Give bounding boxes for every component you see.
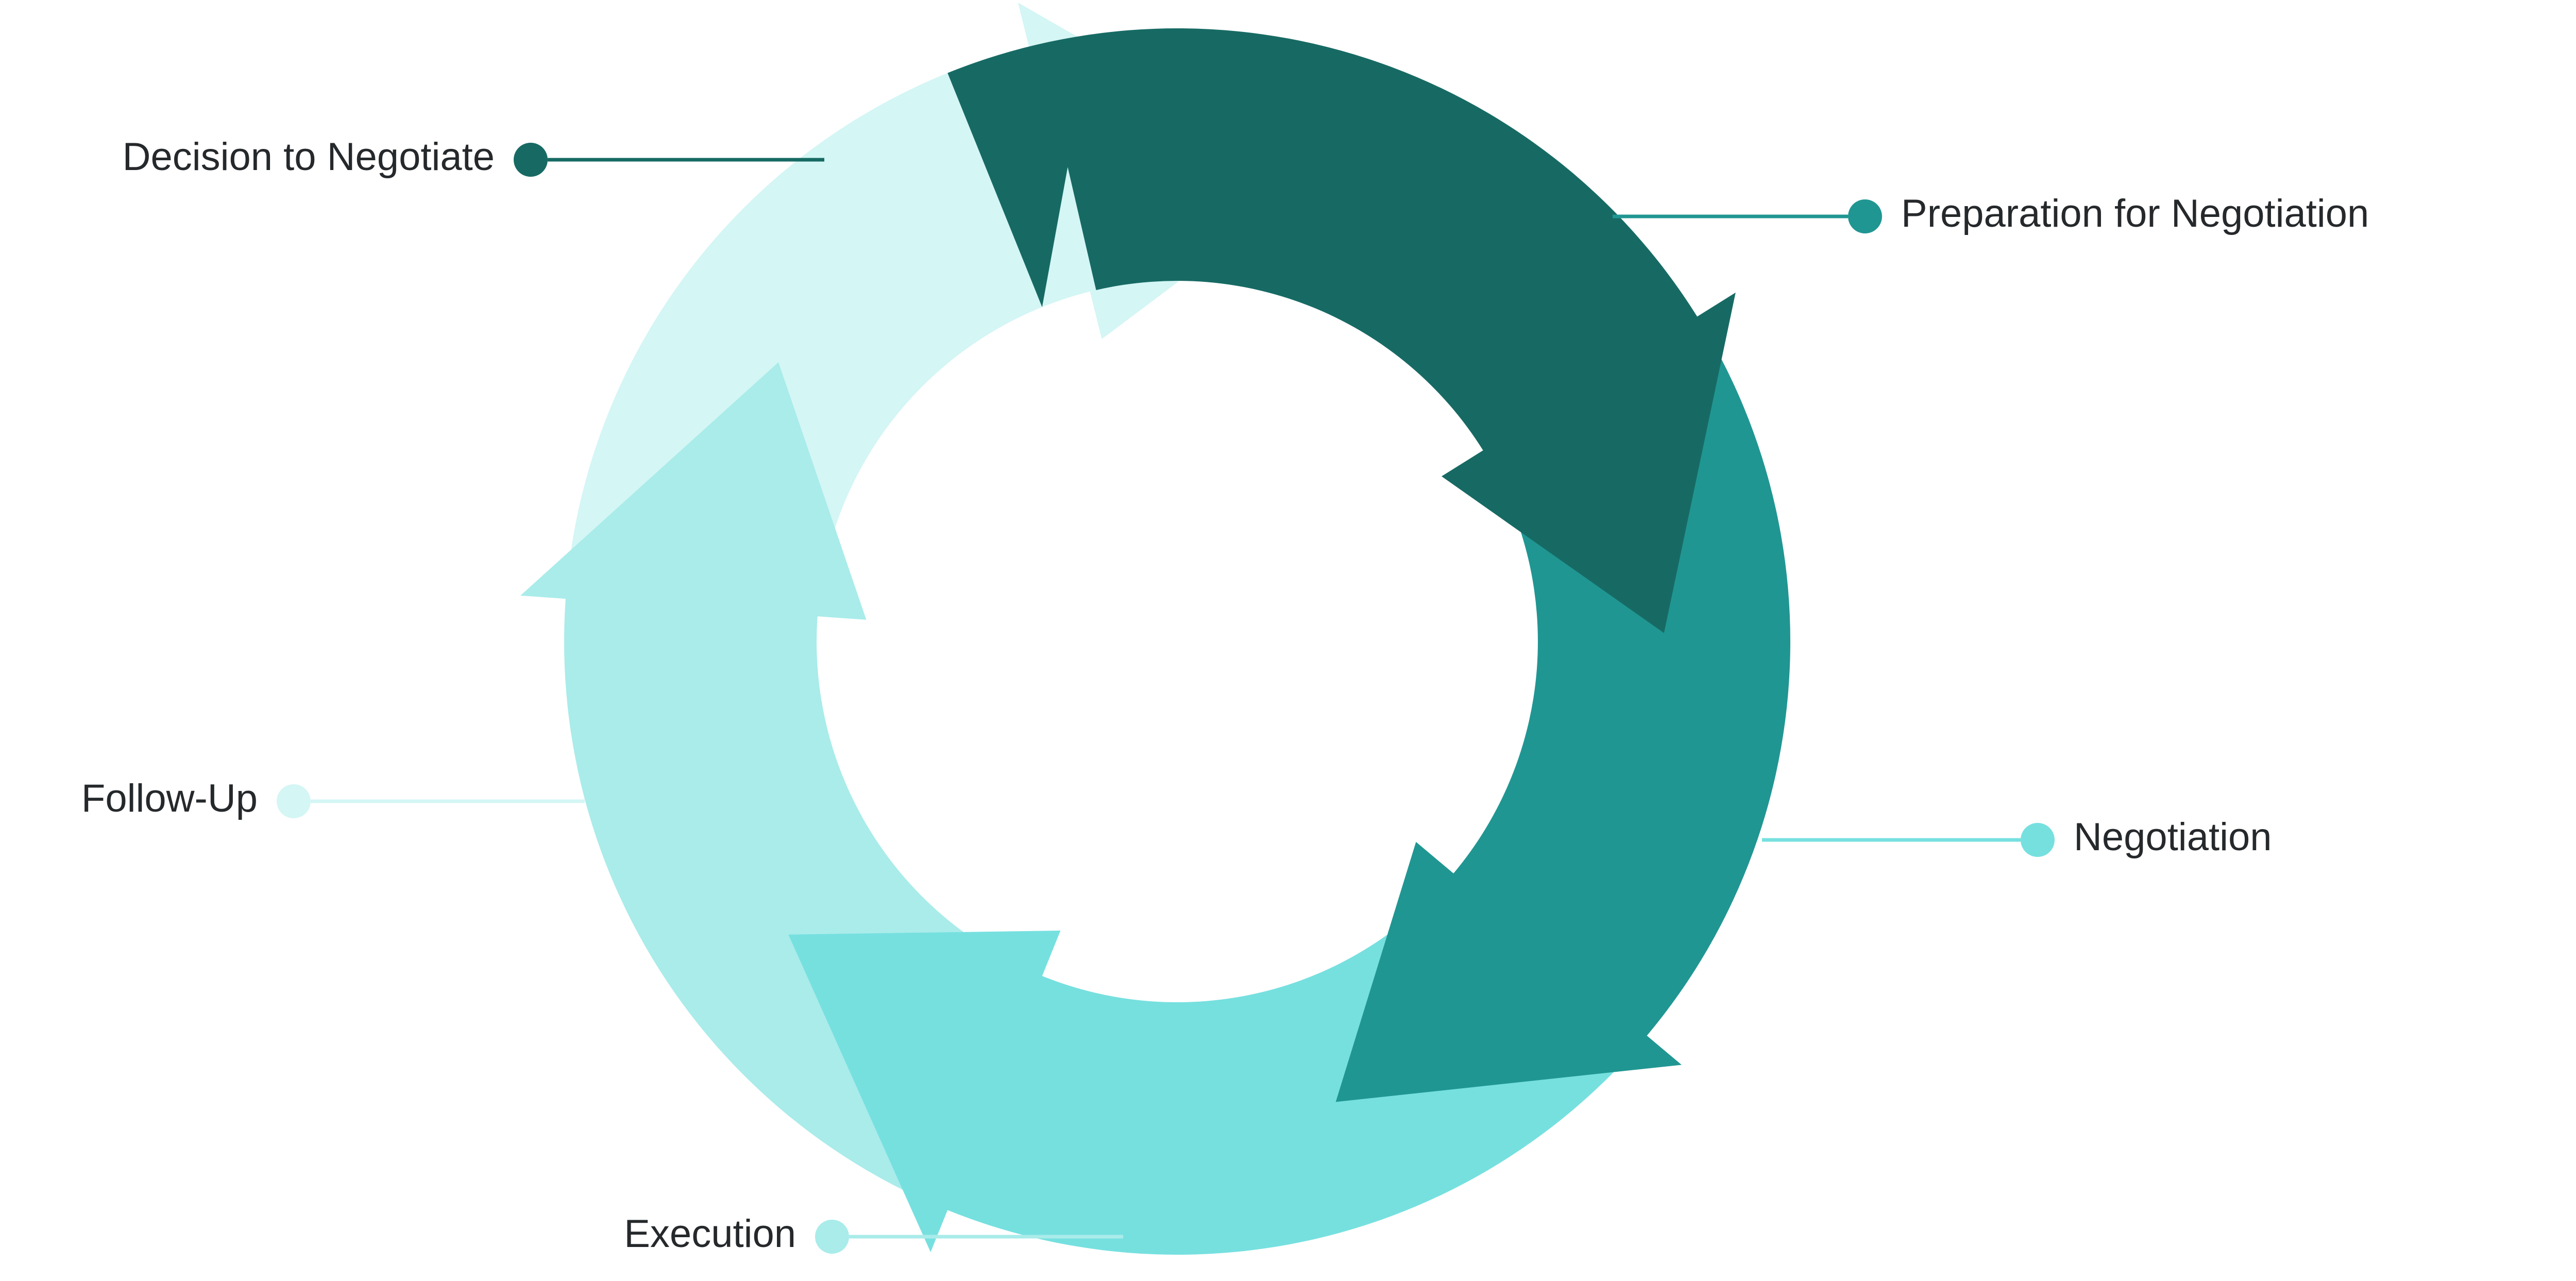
stage-label-decision-to-negotiate[interactable]: Decision to Negotiate: [123, 135, 495, 179]
leader-line-layer: [311, 158, 2021, 1239]
stage-label-negotiation[interactable]: Negotiation: [2074, 815, 2272, 859]
stage-dot-decision-to-negotiate[interactable]: [514, 143, 548, 177]
cycle-arrow-decision-to-negotiate[interactable]: [947, 28, 1736, 633]
stage-label-follow-up[interactable]: Follow-Up: [81, 777, 258, 820]
stage-dot-preparation-for-negotiation[interactable]: [1848, 199, 1882, 233]
stage-dot-layer: [277, 143, 2055, 1254]
stage-label-preparation-for-negotiation[interactable]: Preparation for Negotiation: [1901, 192, 2369, 235]
stage-label-execution[interactable]: Execution: [624, 1212, 796, 1256]
stage-dot-execution[interactable]: [815, 1220, 849, 1254]
stage-dot-follow-up[interactable]: [277, 784, 311, 818]
arrow-ring-layer: [520, 2, 1790, 1255]
stage-dot-negotiation[interactable]: [2021, 823, 2055, 857]
